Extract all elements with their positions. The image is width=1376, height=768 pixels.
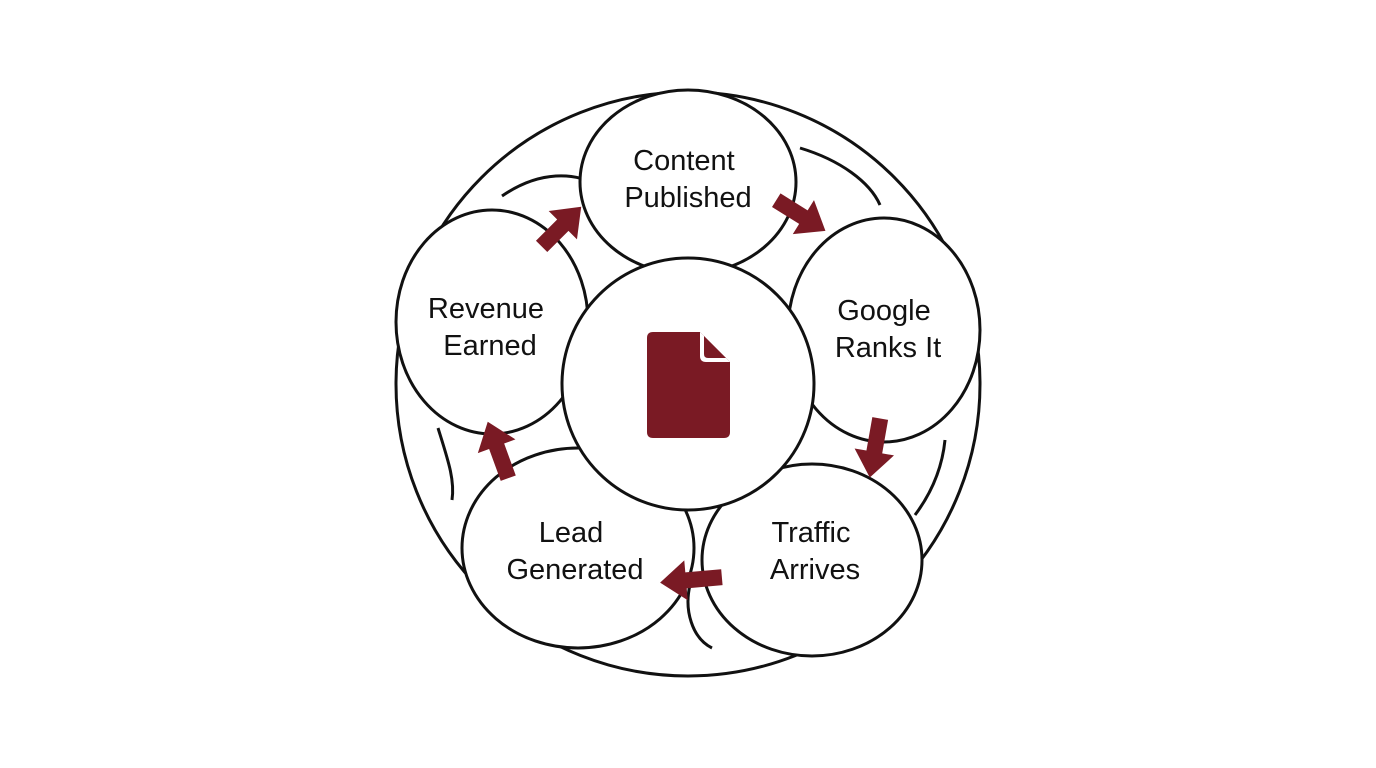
stage-bubbles xyxy=(394,88,982,658)
connector-bottom xyxy=(686,584,713,650)
label-revenue-earned: Revenue Earned xyxy=(428,293,552,362)
document-icon xyxy=(647,332,730,438)
label-google-ranks-it: Google Ranks It xyxy=(835,295,941,364)
label-lead-generated: Lead Generated xyxy=(506,517,643,586)
label-content-published: Content Published xyxy=(624,145,751,214)
label-traffic-arrives: Traffic Arrives xyxy=(770,517,860,586)
arrow-revenue-to-content xyxy=(535,206,582,253)
arrow-content-to-google xyxy=(772,193,826,235)
connector-right xyxy=(913,439,947,516)
arrow-google-to-traffic xyxy=(854,417,895,478)
connector-left xyxy=(436,427,455,501)
arrow-traffic-to-lead xyxy=(660,560,723,601)
bubble-google-ranks-it xyxy=(786,216,982,444)
bubble-traffic-arrives xyxy=(700,462,924,658)
arrow-lead-to-revenue xyxy=(477,421,516,481)
connector-top-right xyxy=(799,146,882,206)
cycle-arrows xyxy=(477,193,895,601)
stage-labels: Content Published Google Ranks It Traffi… xyxy=(428,145,941,586)
